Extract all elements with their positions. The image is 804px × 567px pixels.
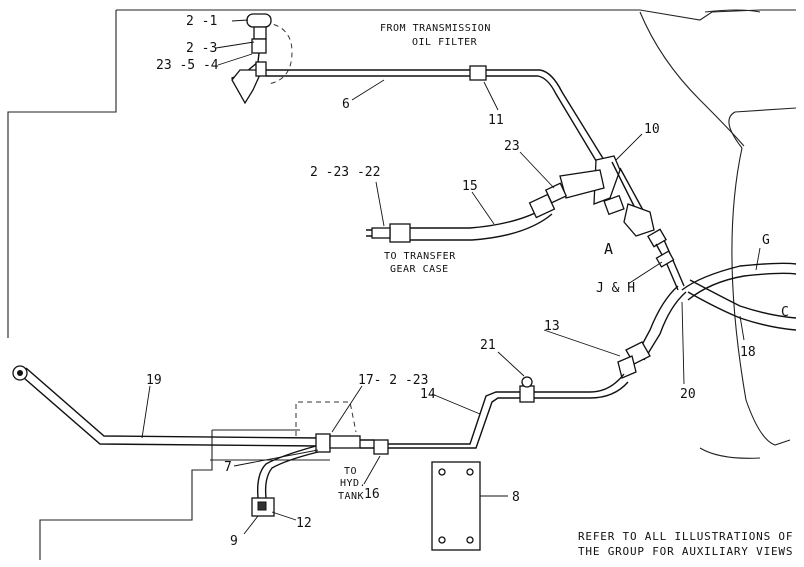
note-tank: TANK [338, 491, 364, 502]
valve-A [603, 194, 625, 216]
notes: FROM TRANSMISSION OIL FILTER TO TRANSFER… [338, 23, 793, 558]
callout-17-2-23: 17- 2 -23 [358, 373, 428, 388]
callout-19: 19 [146, 373, 162, 388]
fitting-lower [647, 228, 667, 248]
callout-23: 23 [504, 139, 520, 154]
callout-J-H: J & H [596, 281, 635, 296]
callout-23-5-4: 23 -5 -4 [156, 58, 219, 73]
fitting-17-2-23 [329, 435, 361, 449]
callout-2-23-22: 2 -23 -22 [310, 165, 380, 180]
hose-clamp-11 [469, 65, 487, 81]
pipe-19 [12, 365, 374, 453]
callout-21: 21 [480, 338, 496, 353]
elbow-fitting [617, 355, 637, 379]
clamp-bolt [521, 376, 533, 388]
cover-plate [431, 461, 481, 551]
note-oil-filter: OIL FILTER [412, 37, 478, 48]
callout-15: 15 [462, 179, 478, 194]
callout-18: 18 [740, 345, 756, 360]
hose-end-fitting [389, 223, 411, 243]
machine-outline [7, 9, 797, 560]
leader-lines [141, 19, 761, 535]
callout-2-1: 2 -1 [186, 14, 217, 29]
callout-12: 12 [296, 516, 312, 531]
junction-block-assembly [559, 155, 685, 291]
swivel-elbow-fitting [246, 13, 272, 28]
coupling-17 [315, 433, 331, 453]
right-curved-hoses [635, 262, 797, 361]
transfer-hose-15 [366, 182, 568, 243]
note-refer-line2: THE GROUP FOR AUXILIARY VIEWS [578, 545, 793, 558]
clamp-16 [373, 439, 389, 455]
plate-8 [431, 461, 481, 551]
nut-fitting [251, 38, 267, 54]
top-fitting-assembly [230, 13, 272, 105]
note-to-transfer: TO TRANSFER [384, 251, 456, 262]
callout-C: C [781, 305, 789, 320]
callout-6: 6 [342, 97, 350, 112]
valve-body [623, 203, 655, 237]
callout-11: 11 [488, 113, 504, 128]
callout-20: 20 [680, 387, 696, 402]
note-gear-case: GEAR CASE [390, 264, 449, 275]
junction-block-10 [593, 155, 621, 205]
callout-7: 7 [224, 460, 232, 475]
clamp-21 [519, 385, 535, 403]
note-to: TO [344, 466, 357, 477]
note-from-transmission: FROM TRANSMISSION [380, 23, 491, 34]
nut-J-H [655, 250, 675, 268]
callout-A: A [604, 240, 613, 258]
adapter-2-23-22 [371, 227, 391, 239]
callout-2-3: 2 -3 [186, 41, 217, 56]
callout-10: 10 [644, 122, 660, 137]
callout-labels: 2 -1 2 -3 23 -5 -4 6 11 10 23 15 2 -23 -… [146, 14, 789, 549]
hose-7-assembly [251, 445, 319, 517]
note-hyd: HYD. [340, 478, 366, 489]
callout-13: 13 [544, 319, 560, 334]
lower-hose-14 [373, 341, 651, 455]
callout-14: 14 [420, 387, 436, 402]
upper-hose [266, 65, 605, 165]
callout-16: 16 [364, 487, 380, 502]
adapter-fitting [253, 26, 267, 40]
note-refer-line1: REFER TO ALL ILLUSTRATIONS OF [578, 530, 793, 543]
callout-8: 8 [512, 490, 520, 505]
tee-fitting [255, 61, 267, 77]
callout-9: 9 [230, 534, 238, 549]
callout-G: G [762, 233, 770, 248]
